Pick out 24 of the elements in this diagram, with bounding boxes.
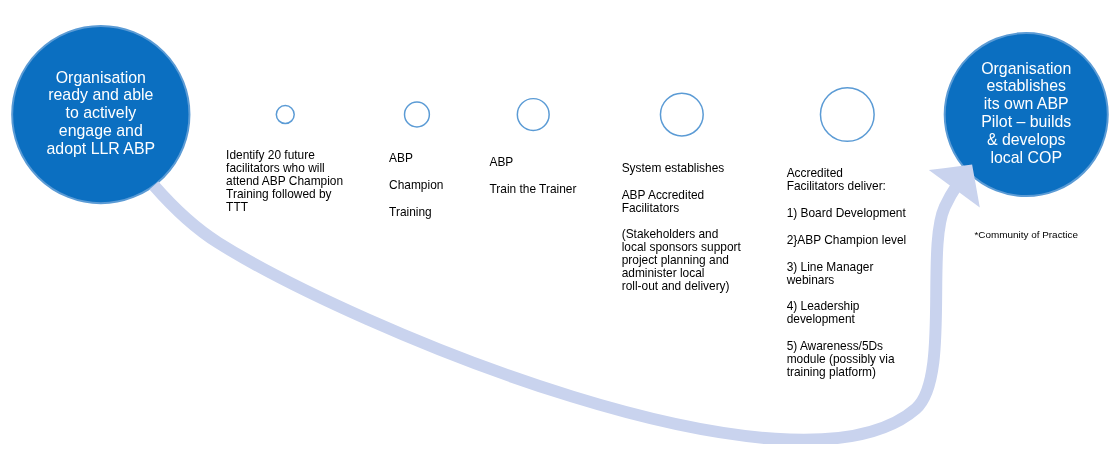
arrow — [149, 163, 980, 444]
node-label: ABP — [489, 154, 514, 169]
node-label: Champion — [389, 177, 444, 192]
node-label: 3) Line Manager webinars — [786, 259, 874, 287]
node-label: Train the Trainer — [489, 181, 577, 196]
node-circle — [275, 104, 295, 124]
node-label: 4) Leadership development — [786, 298, 860, 326]
node-label: Accredited Facilitators deliver: — [786, 165, 886, 193]
node-circle: Organisation ready and able to actively engage and adopt LLR ABP — [11, 24, 191, 204]
node-circle — [819, 86, 875, 142]
node-circle — [659, 91, 704, 137]
node-circle — [403, 100, 431, 128]
node-label: 5) Awareness/5Ds module (possibly via training platform) — [786, 338, 895, 379]
node-label: (Stakeholders and local sponsors support project planning and administer local roll-out and delivery) — [621, 226, 741, 293]
node-circle — [516, 97, 550, 131]
node-label: 1) Board Development — [786, 205, 906, 220]
node-label: ABP — [389, 150, 413, 165]
node-label: 2}ABP Champion level — [786, 232, 907, 247]
node-label: Training — [389, 204, 432, 219]
node-label: Identify 20 future facilitators who will attend ABP Champion Training followed by TTT — [226, 147, 344, 214]
node-label: System establishes — [621, 160, 725, 175]
node-circle: Organisation establishes its own ABP Pilot – builds & develops local COP — [943, 31, 1109, 197]
node-label: ABP Accredited Facilitators — [621, 187, 705, 215]
label: *Community of Practice — [974, 228, 1079, 240]
